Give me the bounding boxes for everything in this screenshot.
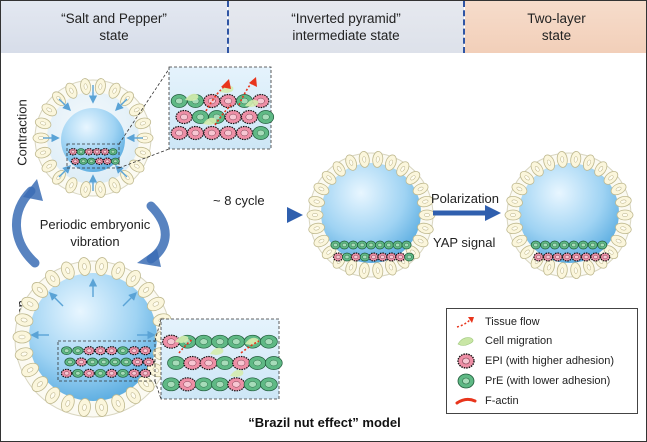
legend-text-epi: EPI (with higher adhesion) (485, 355, 615, 367)
stage-1-title: “Salt and Pepper” (61, 11, 167, 26)
legend-item-epi: EPI (with higher adhesion) (455, 352, 614, 370)
stage-divider-2 (463, 1, 465, 53)
legend: Tissue flow Cell migration EPI (with hig… (446, 308, 638, 414)
model-title: “Brazil nut effect” model (248, 415, 401, 430)
expansion-embryo (12, 257, 174, 418)
vibration-label: Periodic embryonic vibration (31, 216, 159, 250)
expansion-zoom-box (160, 318, 283, 400)
contraction-embryo (32, 78, 154, 198)
stage-3-subtitle: state (541, 28, 572, 43)
stage-2-subtitle: intermediate state (292, 28, 400, 43)
legend-item-f-actin: F-actin (455, 392, 519, 410)
cycle-label: ~ 8 cycle (213, 193, 265, 208)
two-layer-embryo (504, 151, 634, 279)
stage-header-inverted-pyramid: “Inverted pyramid” intermediate state (228, 1, 464, 53)
f-actin-icon (455, 397, 477, 405)
polarization-label: Polarization (431, 191, 499, 206)
legend-text-cell-migration: Cell migration (485, 335, 553, 347)
stage-1-subtitle: state (99, 28, 129, 43)
legend-text-f-actin: F-actin (485, 395, 519, 407)
yap-signal-label: YAP signal (433, 235, 496, 250)
stage-2-title: “Inverted pyramid” (291, 11, 401, 26)
legend-item-pre: PrE (with lower adhesion) (455, 372, 610, 390)
stage-3-title: Two-layer (527, 11, 586, 26)
inverted-pyramid-embryo (306, 151, 436, 279)
legend-item-tissue-flow: Tissue flow (455, 313, 540, 331)
legend-text-tissue-flow: Tissue flow (485, 316, 540, 328)
contraction-zoom-box (168, 66, 275, 150)
stage-divider-1 (227, 1, 229, 53)
vibration-label-line1: Periodic embryonic (39, 217, 151, 232)
legend-text-pre: PrE (with lower adhesion) (485, 375, 611, 387)
pre-cell-icon (457, 373, 475, 389)
stage-header-salt-pepper: “Salt and Pepper” state (1, 1, 227, 53)
vibration-label-line2: vibration (70, 234, 120, 249)
legend-item-cell-migration: Cell migration (455, 332, 552, 350)
cell-migration-icon (457, 337, 474, 346)
epi-cell-icon (457, 353, 475, 369)
tissue-flow-icon (456, 317, 474, 328)
stage-header-two-layer: Two-layer state (465, 1, 646, 53)
